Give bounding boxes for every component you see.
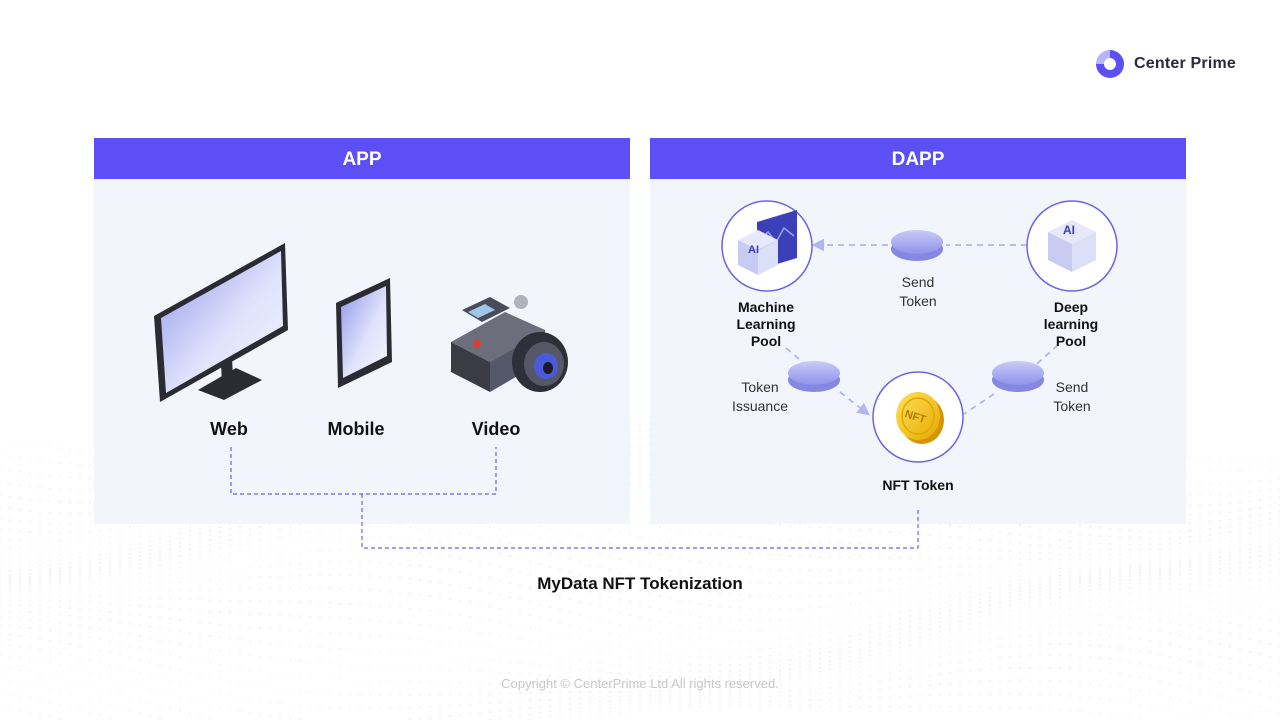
device-label-mobile: Mobile <box>327 419 385 439</box>
device-label-web: Web <box>210 419 248 439</box>
brand-logo-icon <box>1096 50 1124 78</box>
nft-token-label: NFT Token <box>882 477 954 493</box>
app-panel: APP <box>94 138 630 524</box>
deep-learning-pool-label: Deep learning Pool <box>1043 299 1099 349</box>
brand: Center Prime <box>1094 46 1236 82</box>
dapp-panel-title: DAPP <box>650 138 1186 179</box>
app-panel-title: APP <box>94 138 630 179</box>
machine-learning-pool-label: Machine Learning Pool <box>736 299 796 349</box>
copyright-text: Copyright © CenterPrime Ltd All rights r… <box>501 676 779 691</box>
token-issuance-label: Token Issuance <box>731 379 789 414</box>
device-label-video: Video <box>471 419 521 439</box>
send-token-right-label: Send Token <box>1053 379 1091 414</box>
diagram-caption: MyData NFT Tokenization <box>537 574 743 593</box>
send-token-top-label: Send Token <box>899 274 937 309</box>
brand-name: Center Prime <box>1134 55 1236 72</box>
